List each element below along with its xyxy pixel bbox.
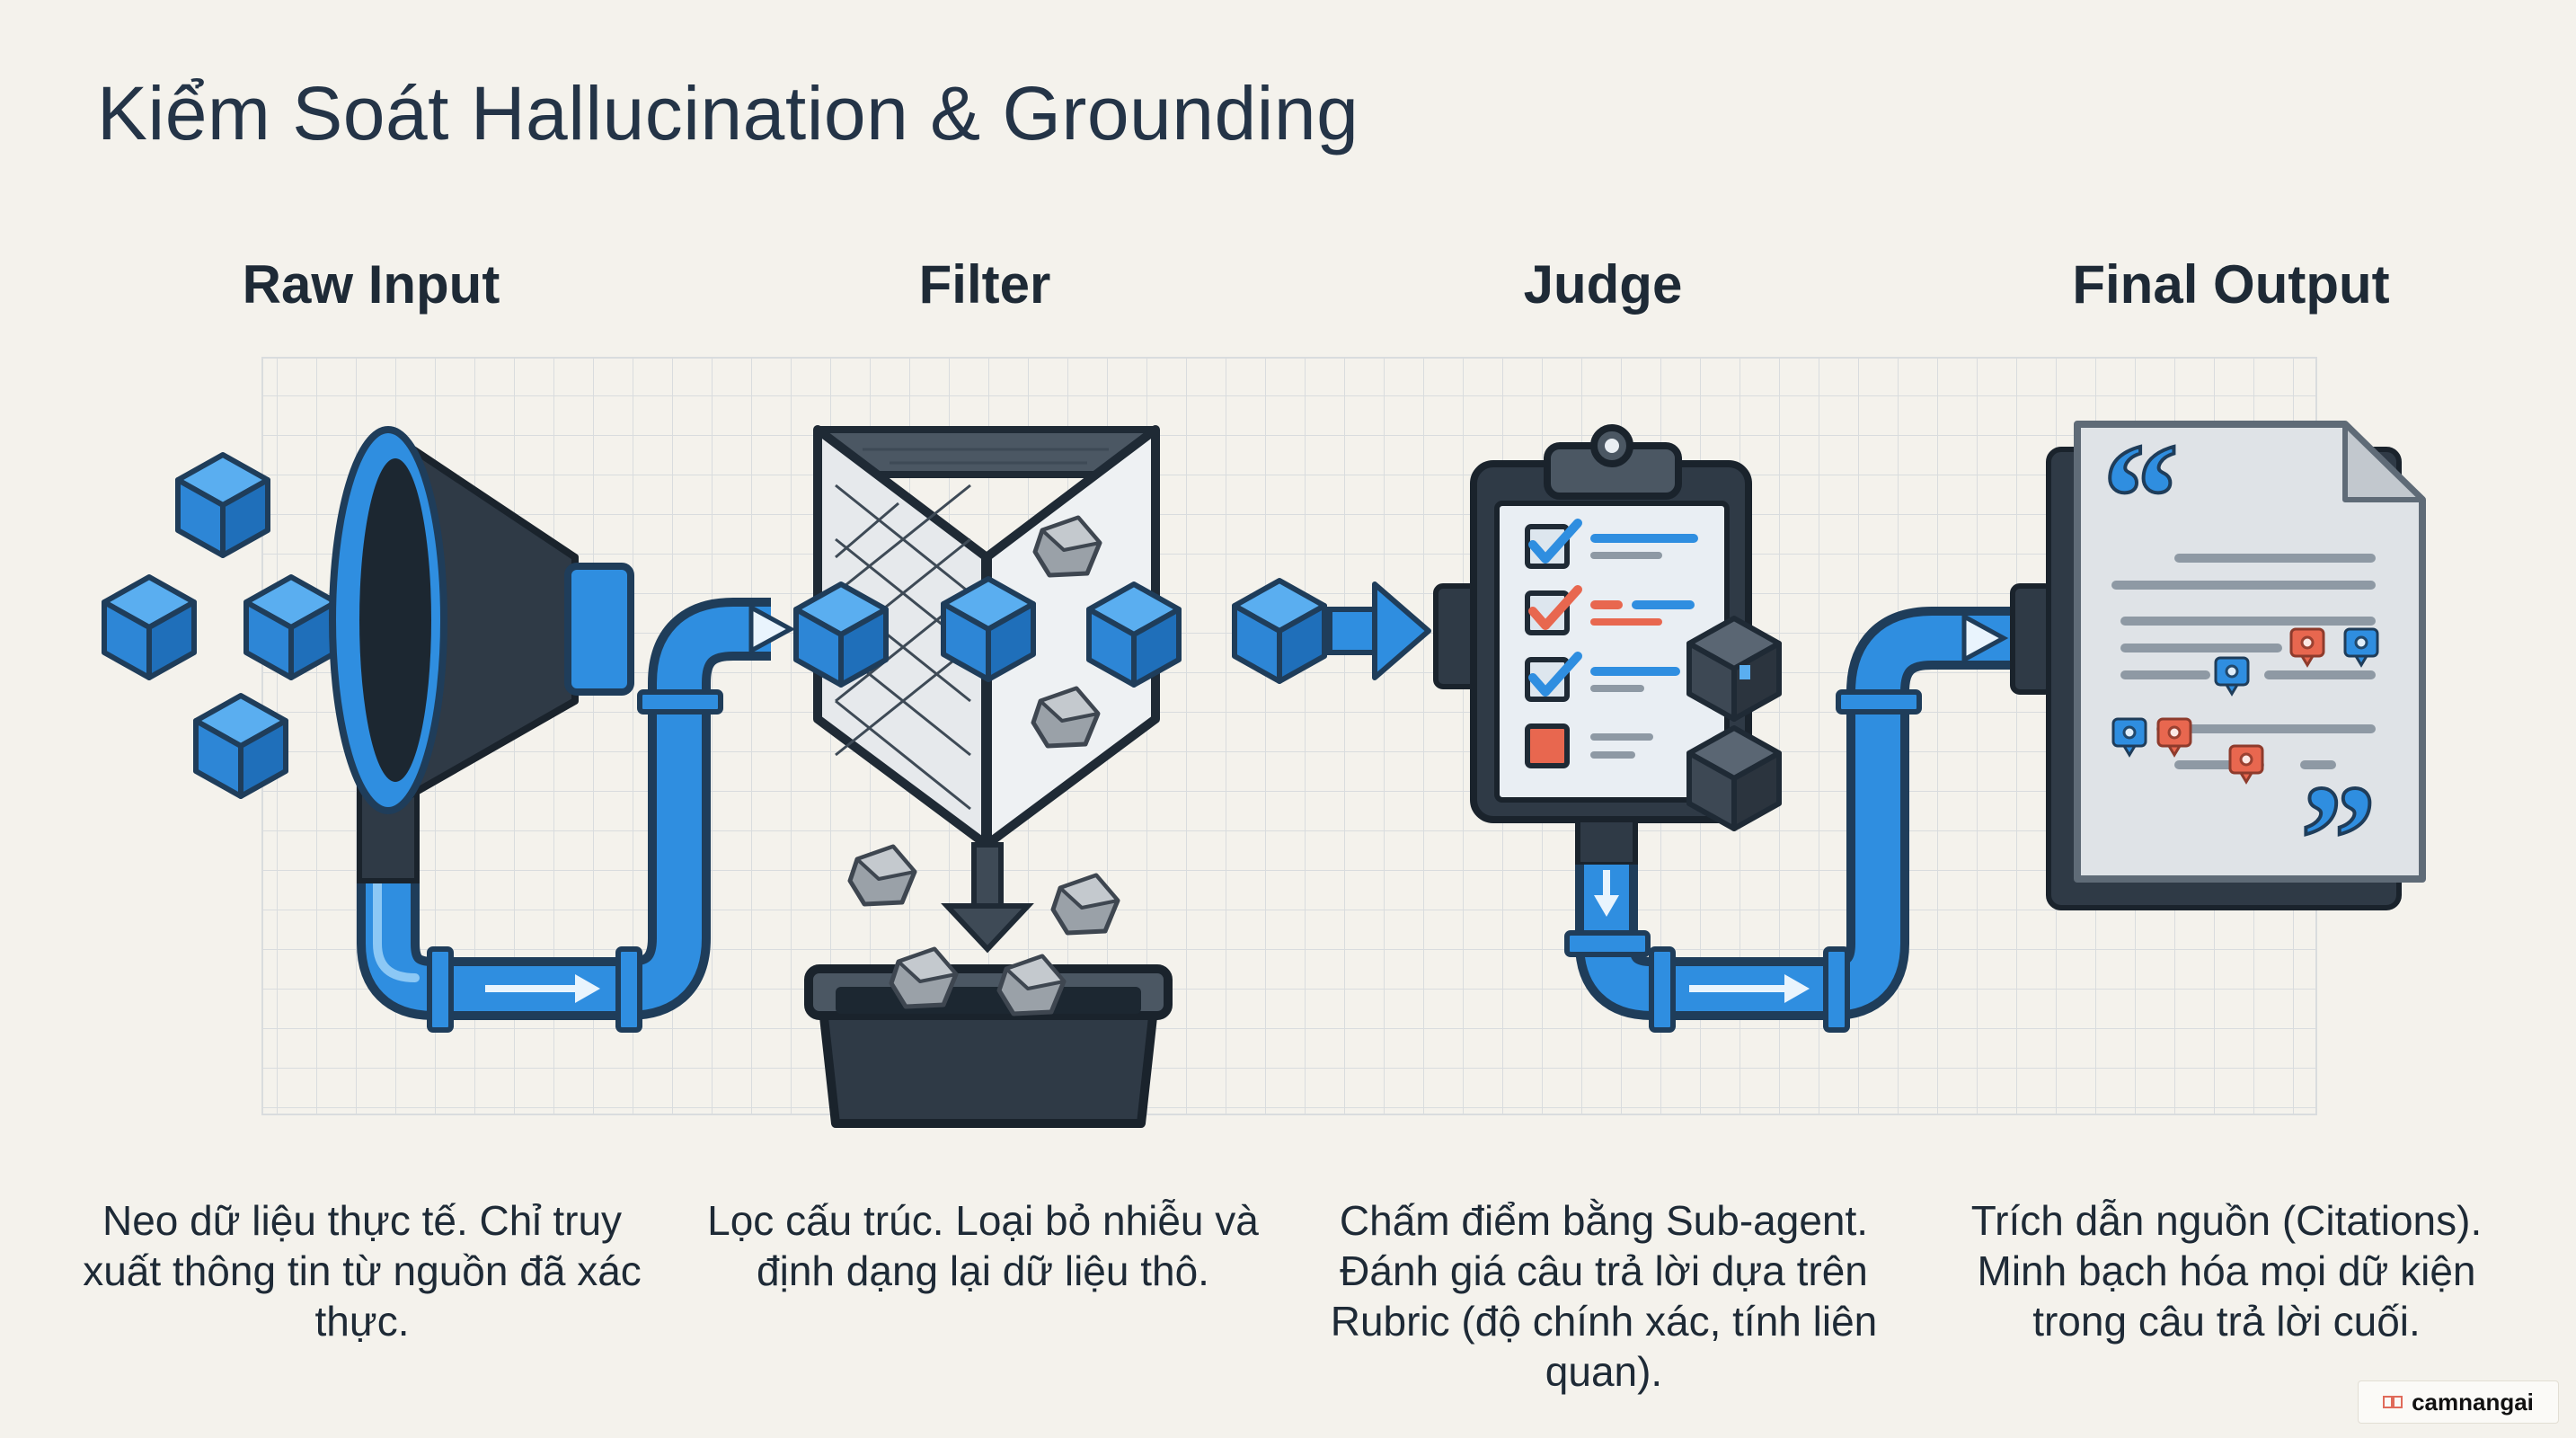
- stage-title-final-output: Final Output: [2072, 254, 2390, 315]
- output-document: “ ”: [2046, 411, 2426, 925]
- pipe-filter-to-judge: [1235, 581, 1480, 689]
- watermark-badge[interactable]: camnangai: [2358, 1380, 2559, 1424]
- funnel: [329, 426, 634, 883]
- stage-title-raw-input: Raw Input: [242, 254, 500, 315]
- stage-description-final-output: Trích dẫn nguồn (Citations). Minh bạch h…: [1970, 1197, 2483, 1345]
- stage-description-judge: Chấm điểm bằng Sub-agent. Đánh giá câu t…: [1330, 1197, 1878, 1395]
- page-title: Kiểm Soát Hallucination & Grounding: [97, 71, 1359, 155]
- pipe-judge-to-output: [1564, 583, 2055, 1033]
- sub-agent-robot: [1689, 618, 1779, 829]
- judge-clipboard: [1470, 424, 1752, 823]
- waste-bin: [804, 949, 1173, 1128]
- stage-title-filter: Filter: [918, 254, 1051, 315]
- stage-description-filter: Lọc cấu trúc. Loại bỏ nhiễu và định dạng…: [707, 1197, 1259, 1294]
- stage-title-judge: Judge: [1523, 254, 1683, 315]
- svg-text:”: ”: [2300, 754, 2377, 923]
- stage-description-raw-input: Neo dữ liệu thực tế. Chỉ truy xuất thông…: [83, 1197, 642, 1345]
- watermark-text: camnangai: [2412, 1388, 2534, 1416]
- pipe-raw-to-filter: [357, 598, 796, 1033]
- svg-text:“: “: [2102, 413, 2179, 581]
- filter-cage: [796, 425, 1179, 954]
- book-logo-icon: [2383, 1396, 2403, 1408]
